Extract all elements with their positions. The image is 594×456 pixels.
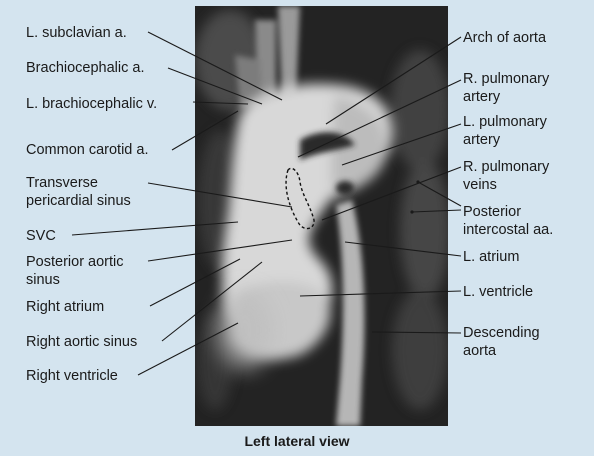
label-svc: SVC [26,228,56,244]
label-common-carotid-a: Common carotid a. [26,142,149,158]
label-l-atrium: L. atrium [463,249,520,265]
mri-image [195,6,448,426]
label-r-pulmonary-artery-line2: artery [463,89,501,105]
label-right-atrium: Right atrium [26,299,105,315]
label-l-brachiocephalic-v: L. brachiocephalic v. [26,96,158,112]
label-l-subclavian-a: L. subclavian a. [26,25,127,41]
label-transverse-line2: pericardial sinus [26,193,131,209]
label-posterior-aortic-line2: sinus [26,272,60,288]
label-brachiocephalic-a: Brachiocephalic a. [26,60,145,76]
label-posterior-aortic-line1: Posterior aortic [26,254,124,270]
label-arch-of-aorta: Arch of aorta [463,30,547,46]
label-transverse-line1: Transverse [26,175,98,191]
label-descending-aorta-line1: Descending [463,325,540,341]
label-right-ventricle: Right ventricle [26,368,118,384]
figure-caption: Left lateral view [244,433,350,449]
leader-lines [71,31,462,376]
label-r-pulmonary-veins-line2: veins [463,177,497,193]
label-r-pulmonary-veins-line1: R. pulmonary [463,159,550,175]
label-l-ventricle: L. ventricle [463,284,534,300]
leader-dots [410,180,420,214]
label-posterior-intercostal-line1: Posterior [463,204,522,220]
label-posterior-intercostal-line2: intercostal aa. [463,222,554,238]
label-r-pulmonary-artery-line1: R. pulmonary [463,71,550,87]
label-l-pulmonary-artery-line1: L. pulmonary [463,114,547,130]
label-right-aortic-sinus: Right aortic sinus [26,334,138,350]
label-descending-aorta-line2: aorta [463,343,497,359]
label-l-pulmonary-artery-line2: artery [463,132,501,148]
